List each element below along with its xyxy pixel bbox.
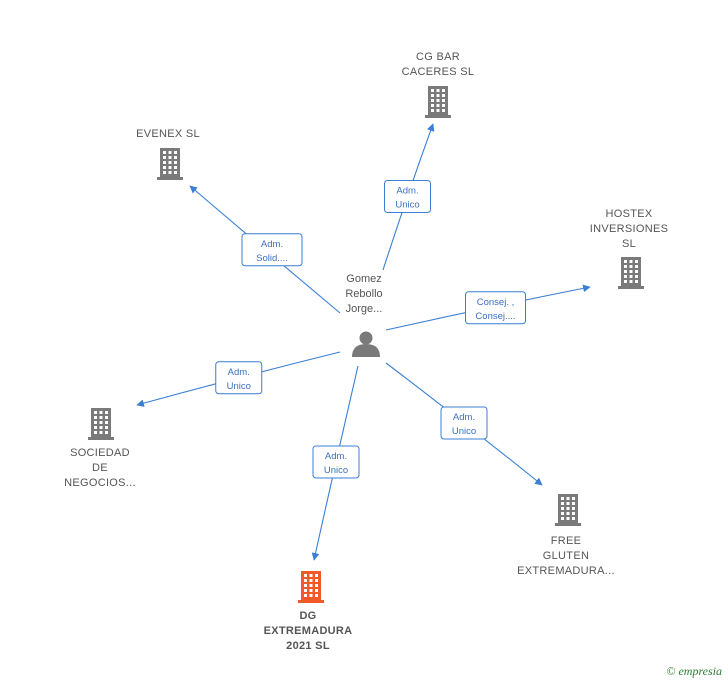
company-name-line: HOSTEX [605,208,652,220]
edge-role-text: Adm. [228,367,250,378]
edge-label-evenex[interactable]: Adm. Solid.... [241,233,303,267]
edge-cg-bar: Adm. Unico [382,123,435,271]
company-node-free-gluten[interactable]: FREE GLUTEN EXTREMADURA... [517,494,615,577]
edge-role-text: Unico [452,426,476,437]
company-name-line: FREE [551,535,582,547]
company-name-line: CG BAR [416,51,460,63]
edge-label-dg[interactable]: Adm. Unico [312,445,360,479]
company-node-cg-bar[interactable]: CG BAR CACERES SL [402,51,475,118]
edge-hostex: Consej. , Consej.... [385,284,591,331]
company-name-line: SL [622,238,636,250]
edge-label-box [384,180,431,213]
company-node-dg[interactable]: DG EXTREMADURA 2021 SL [264,571,353,652]
edge-role-text: Unico [227,381,251,392]
company-node-sociedad[interactable]: SOCIEDAD DE NEGOCIOS... [64,408,136,489]
company-name-line: EXTREMADURA [264,625,353,637]
edge-role-text: Solid.... [256,253,288,264]
edge-label-box [215,361,263,395]
edge-role-text: Consej. , [477,297,515,308]
edge-sociedad: Adm. Unico [136,351,341,407]
edge-role-text: Unico [395,200,419,211]
company-node-hostex[interactable]: HOSTEX INVERSIONES SL [590,208,669,289]
company-name-line: DE [92,462,108,474]
company-name-line: SOCIEDAD [70,447,130,459]
person-name-line: Gomez [346,273,381,285]
company-node-evenex[interactable]: EVENEX SL [136,128,200,180]
edge-dg: Adm. Unico [311,365,360,561]
copyright-icon: © [666,664,676,678]
edge-label-hostex[interactable]: Consej. , Consej.... [465,291,526,325]
edge-label-box [312,445,360,479]
edge-label-free-gluten[interactable]: Adm. Unico [440,406,488,440]
edge-label-sociedad[interactable]: Adm. Unico [215,361,263,395]
edge-label-box [440,406,488,440]
brand-name: empresia [678,664,722,678]
edge-label-box [241,233,303,267]
building-icon[interactable] [555,494,581,526]
edge-label-box [465,291,526,325]
edge-role-text: Adm. [261,239,283,250]
company-name-line: EXTREMADURA... [517,565,615,577]
company-name-line: DG [299,610,316,622]
edge-role-text: Consej.... [475,311,515,322]
building-icon[interactable] [298,571,324,603]
edge-role-text: Adm. [453,412,475,423]
building-icon[interactable] [618,257,644,289]
company-name-line: GLUTEN [543,550,589,562]
person-name-line: Jorge... [346,303,383,315]
brand-footer: © empresia [666,664,722,679]
building-icon[interactable] [88,408,114,440]
company-name-line: INVERSIONES [590,223,669,235]
edge-role-text: Unico [324,465,348,476]
edge-role-text: Adm. [396,186,418,197]
company-name-line: NEGOCIOS... [64,477,136,489]
edge-evenex: Adm. Solid.... [189,185,341,314]
edge-free-gluten: Adm. Unico [385,362,543,486]
company-name-line: 2021 SL [286,640,330,652]
company-name-line: EVENEX SL [136,128,200,140]
person-name-line: Rebollo [345,288,382,300]
center-person-node[interactable]: GomezRebolloJorge... [345,273,383,358]
company-name-line: CACERES SL [402,66,475,78]
building-icon[interactable] [157,148,183,180]
person-icon[interactable] [352,331,380,358]
edge-role-text: Adm. [325,451,347,462]
building-icon[interactable] [425,86,451,118]
edge-label-cg-bar[interactable]: Adm. Unico [384,180,431,213]
